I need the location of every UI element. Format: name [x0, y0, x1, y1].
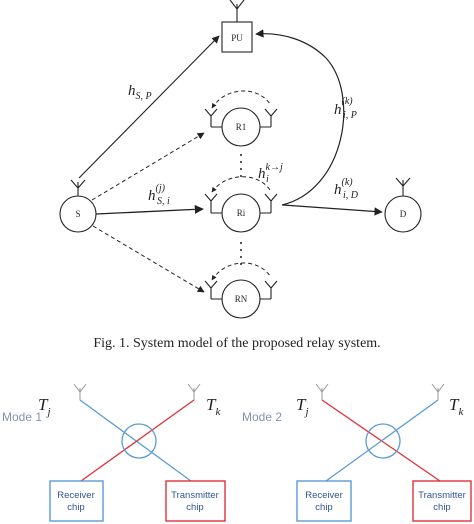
arrow-ri-to-d — [282, 204, 383, 216]
label-h-ip: h(k) — [334, 96, 353, 118]
mode-2-tk-label: Tk — [449, 395, 464, 418]
mode-1-antenna-right-icon — [187, 383, 201, 400]
mode-2-blue-path — [325, 399, 439, 482]
mode-1-tk-label: Tk — [206, 395, 221, 418]
arrow-s-to-r1 — [91, 132, 205, 201]
label-h-si-sub: S, i — [157, 196, 170, 207]
source-node: S — [59, 179, 97, 233]
relay-system-diagram: PU S D R1 — [59, 0, 422, 351]
destination-label: D — [400, 209, 407, 219]
figure-caption: Fig. 1. System model of the proposed rel… — [93, 336, 380, 351]
mode-1-receiver-text-2: chip — [67, 502, 84, 513]
mode-1-circulator — [121, 423, 157, 459]
mode-2-circulator — [365, 423, 401, 459]
arrow-s-to-ri — [95, 204, 204, 215]
mode-2-receiver-chip — [296, 480, 352, 522]
mode-1-label: Mode 1 — [2, 410, 42, 424]
link-labels: hS, P h(k) i, P hk→j i h(j) S, i h(k) i,… — [128, 83, 359, 207]
label-h-id-sub: i, D — [343, 190, 359, 201]
relay-ellipsis-upper — [240, 154, 242, 177]
mode-2-receiver-text-2: chip — [315, 502, 332, 513]
mode-1-receiver-chip — [49, 480, 104, 522]
pu-node: PU — [221, 0, 253, 53]
label-h-id: h(k) — [334, 177, 353, 198]
label-h-si: h(j) — [148, 183, 166, 204]
mode-2-transmitter-text-2: chip — [433, 502, 450, 513]
mode-1-antenna-left-icon — [73, 383, 87, 400]
mode-2-transmitter-text-1: Transmitter — [418, 490, 466, 501]
relay-rn-node: RN — [204, 262, 278, 319]
source-label: S — [75, 209, 80, 219]
mode-1-transmitter-text-2: chip — [186, 502, 203, 513]
mode-2-receiver-text-1: Receiver — [305, 490, 343, 501]
relay-ri-node: Ri — [204, 176, 278, 233]
mode-2-diagram: Mode 2 Tj Tk Receiver chip Transmitter c… — [242, 383, 472, 522]
arrow-s-to-pu — [78, 35, 220, 179]
link-arrows — [78, 29, 383, 293]
relay-ellipsis-lower — [240, 242, 242, 265]
relay-ri-label: Ri — [237, 208, 246, 218]
label-h-kj-sub: i — [266, 174, 269, 185]
relay-r1-label: R1 — [236, 122, 247, 132]
mode-2-tj-label: Tj — [296, 395, 309, 418]
arrow-ri-to-pu — [255, 29, 345, 206]
pu-label: PU — [231, 33, 243, 43]
mode-1-diagram: Mode 1 Tj Tk Receiver chip Transmitter c… — [2, 383, 226, 522]
arrow-s-to-rn — [92, 225, 205, 293]
label-h-sp: hS, P — [128, 83, 152, 102]
label-h-ip-sub: i, P — [343, 110, 357, 121]
mode-1-tj-label: Tj — [38, 395, 51, 418]
mode-1-receiver-text-1: Receiver — [57, 490, 95, 501]
mode-1-red-path — [80, 399, 195, 482]
relay-r1-node: R1 — [204, 90, 278, 147]
destination-node: D — [384, 177, 422, 233]
mode-1-transmitter-text-1: Transmitter — [171, 490, 219, 501]
mode-1-blue-path — [79, 399, 192, 482]
mode-2-label: Mode 2 — [242, 410, 282, 424]
mode-2-antenna-right-icon — [431, 383, 445, 400]
relay-rn-label: RN — [235, 294, 248, 304]
mode-2-antenna-left-icon — [315, 383, 329, 400]
mode-2-transmitter-chip — [412, 480, 472, 522]
mode-1-transmitter-chip — [165, 480, 226, 522]
label-h-kj: hk→j — [258, 162, 283, 182]
